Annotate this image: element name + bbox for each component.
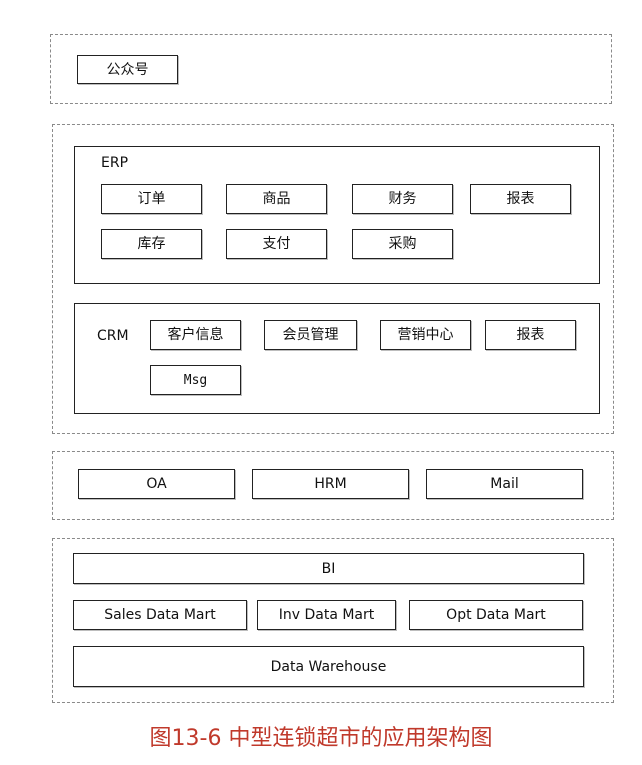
crm-module-report: 报表 [485, 320, 576, 350]
wechat-layer [50, 34, 612, 104]
erp-container [74, 146, 600, 284]
oa-box: OA [78, 469, 235, 499]
crm-module-customer-info: 客户信息 [150, 320, 241, 350]
erp-title: ERP [101, 155, 129, 171]
erp-module-inventory: 库存 [101, 229, 202, 259]
inv-data-mart-box: Inv Data Mart [257, 600, 396, 630]
bi-box: BI [73, 553, 584, 584]
crm-module-msg: Msg [150, 365, 241, 395]
erp-module-report: 报表 [470, 184, 571, 214]
figure-caption: 图13-6 中型连锁超市的应用架构图 [149, 726, 493, 751]
erp-module-product: 商品 [226, 184, 327, 214]
erp-module-purchase: 采购 [352, 229, 453, 259]
crm-module-marketing: 营销中心 [380, 320, 471, 350]
mail-box: Mail [426, 469, 583, 499]
data-warehouse-box: Data Warehouse [73, 646, 584, 687]
erp-module-order: 订单 [101, 184, 202, 214]
office-layer [52, 451, 614, 520]
crm-module-membership: 会员管理 [264, 320, 357, 350]
sales-data-mart-box: Sales Data Mart [73, 600, 247, 630]
data-layer [52, 538, 614, 703]
erp-module-finance: 财务 [352, 184, 453, 214]
crm-container [74, 303, 600, 414]
opt-data-mart-box: Opt Data Mart [409, 600, 583, 630]
hrm-box: HRM [252, 469, 409, 499]
official-account-box: 公众号 [77, 55, 178, 84]
erp-module-payment: 支付 [226, 229, 327, 259]
business-layer [52, 124, 614, 434]
crm-title: CRM [97, 328, 129, 344]
